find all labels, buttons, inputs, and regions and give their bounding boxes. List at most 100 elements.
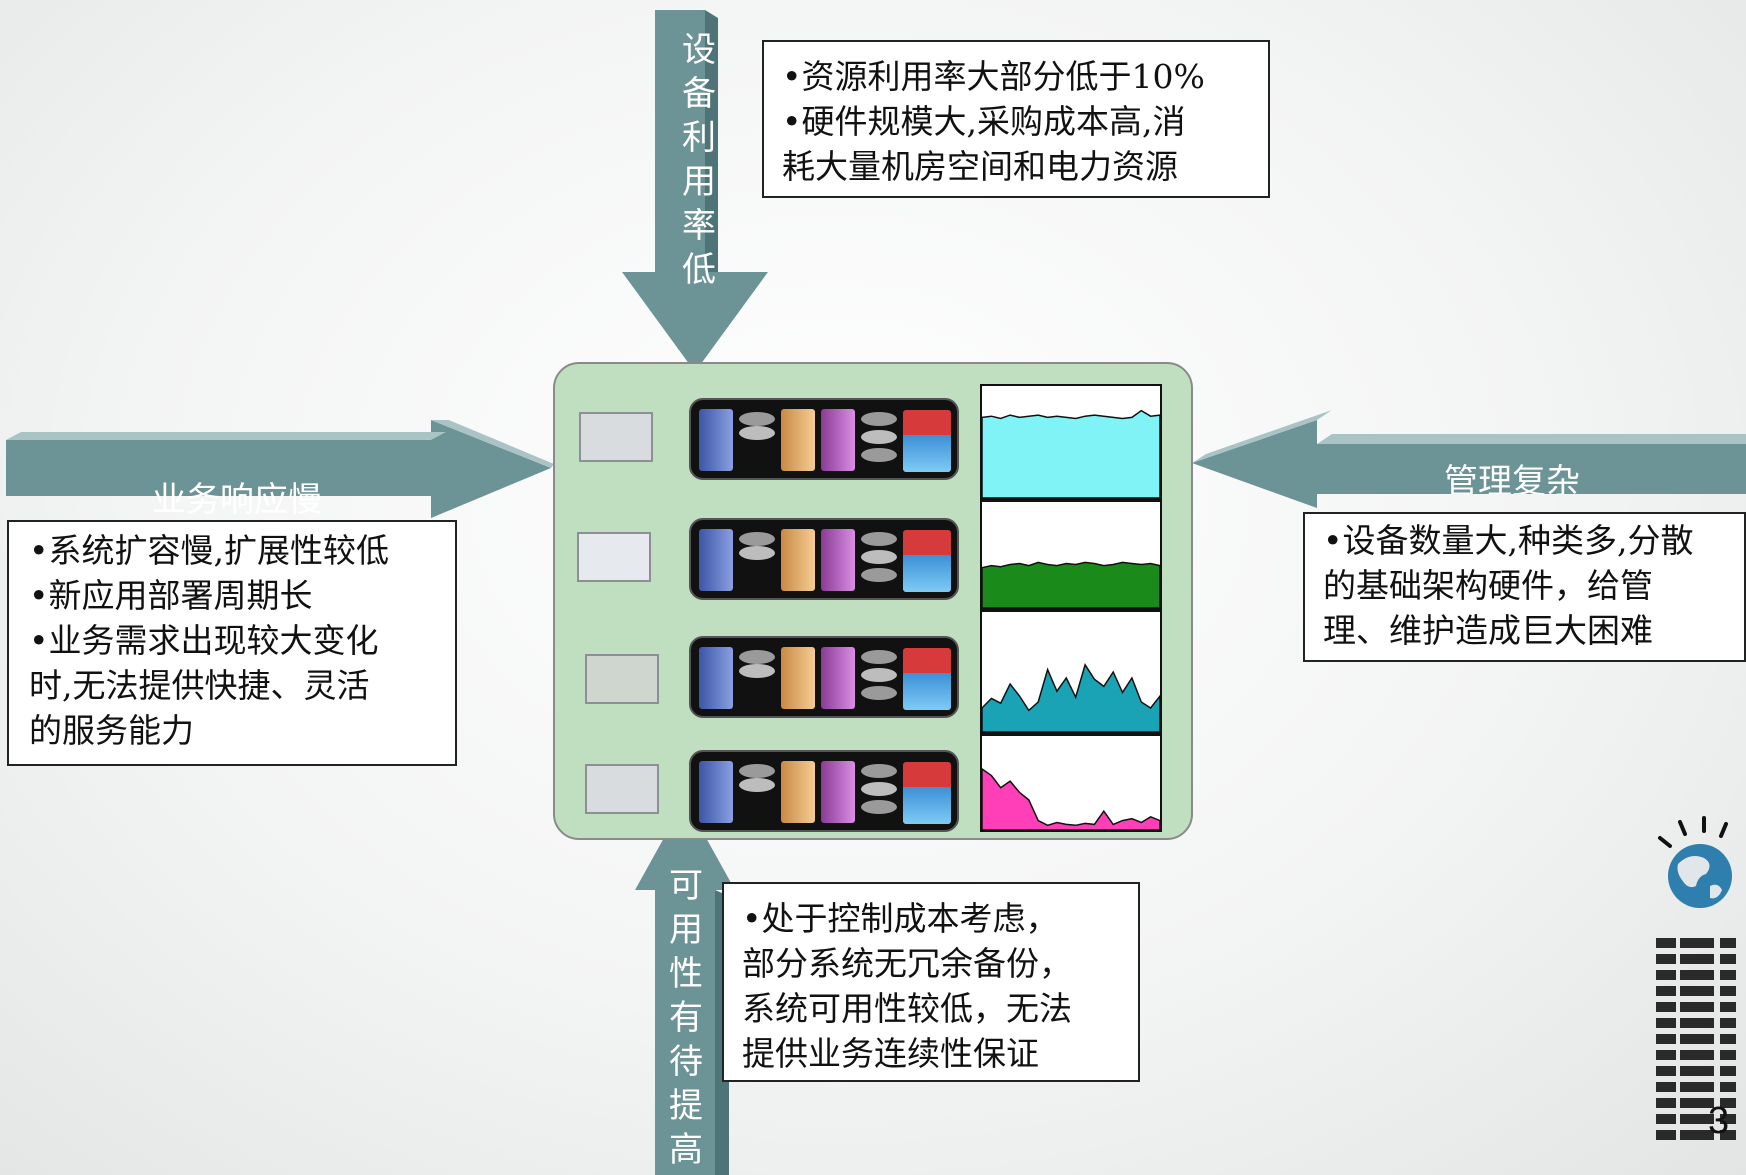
- bottom-arrow-char: 性: [669, 954, 703, 994]
- logo-stripe: [1720, 954, 1736, 964]
- logo-stripe: [1680, 954, 1714, 964]
- app-screenshot-thumbnail: [577, 532, 651, 582]
- utilization-graph-2: [980, 500, 1162, 610]
- logo-stripe: [1656, 1034, 1676, 1044]
- top-arrow-label: 设 备 利 用 率 低: [677, 28, 721, 292]
- purple-server-icon: [821, 647, 855, 709]
- network-switch-icon: [903, 648, 951, 710]
- logo-stripe: [1680, 970, 1714, 980]
- text-line: 部分系统无冗余备份，: [742, 944, 1072, 983]
- purple-server-icon: [821, 761, 855, 823]
- logo-stripe: [1680, 1018, 1714, 1028]
- text-line: •硬件规模大,采购成本高,消: [782, 102, 1186, 141]
- top-arrow-char: 低: [682, 250, 716, 290]
- disk-icon: [861, 532, 897, 546]
- logo-stripe: [1720, 970, 1736, 980]
- logo-stripe: [1720, 1018, 1736, 1028]
- text-line: •处于控制成本考虑，: [742, 899, 1059, 938]
- utilization-graph-1: [980, 384, 1162, 500]
- utilization-area: [981, 663, 1161, 733]
- top-right-description-box: •资源利用率大部分低于10% •硬件规模大,采购成本高,消 耗大量机房空间和电力…: [762, 40, 1270, 198]
- app-screenshot-thumbnail: [579, 412, 653, 462]
- right-arrow: [1192, 410, 1746, 508]
- top-arrow-char: 设: [682, 30, 716, 70]
- logo-stripe: [1720, 1050, 1736, 1060]
- disk-icon: [739, 426, 775, 440]
- disk-icon: [739, 778, 775, 792]
- blue-server-icon: [699, 409, 733, 471]
- text-line: 理、维护造成巨大困难: [1323, 611, 1653, 650]
- bottom-arrow-char: 高: [669, 1130, 703, 1170]
- top-arrow-char: 备: [682, 74, 716, 114]
- server-rack: [689, 518, 959, 600]
- disk-icon: [861, 550, 897, 564]
- utilization-area: [981, 767, 1161, 831]
- bottom-arrow-char: 提: [669, 1086, 703, 1126]
- orange-server-icon: [781, 647, 815, 709]
- logo-stripe: [1656, 1050, 1676, 1060]
- logo-stripe: [1720, 986, 1736, 996]
- logo-stripe: [1656, 970, 1676, 980]
- bottom-arrow-char: 用: [669, 910, 703, 950]
- orange-server-icon: [781, 529, 815, 591]
- logo-stripe: [1720, 1066, 1736, 1076]
- logo-stripe: [1680, 986, 1714, 996]
- disk-icon: [861, 686, 897, 700]
- app-screenshot-thumbnail: [585, 764, 659, 814]
- logo-stripe: [1680, 1066, 1714, 1076]
- logo-stripe: [1656, 1002, 1676, 1012]
- logo-stripe: [1680, 1050, 1714, 1060]
- utilization-area: [981, 561, 1161, 609]
- disk-icon: [861, 782, 897, 796]
- text-line: 耗大量机房空间和电力资源: [782, 147, 1178, 186]
- top-arrow-char: 用: [682, 162, 716, 202]
- utilization-graph-4: [980, 734, 1162, 832]
- disk-icon: [739, 764, 775, 778]
- logo-stripe: [1656, 938, 1676, 948]
- logo-stripe: [1720, 1114, 1736, 1124]
- purple-server-icon: [821, 409, 855, 471]
- disk-icon: [739, 412, 775, 426]
- logo-stripe: [1656, 1082, 1676, 1092]
- logo-stripe: [1720, 1034, 1736, 1044]
- left-arrow: [6, 420, 554, 518]
- purple-server-icon: [821, 529, 855, 591]
- disk-icon: [861, 448, 897, 462]
- blue-server-icon: [699, 647, 733, 709]
- app-screenshot-thumbnail: [585, 654, 659, 704]
- disk-icon: [861, 412, 897, 426]
- server-rack: [689, 750, 959, 832]
- logo-stripe: [1680, 1082, 1714, 1092]
- text-line: 时,无法提供快捷、灵活: [29, 666, 370, 705]
- logo-stripe: [1656, 986, 1676, 996]
- blue-server-icon: [699, 761, 733, 823]
- logo-stripe: [1720, 1002, 1736, 1012]
- disk-icon: [861, 800, 897, 814]
- disk-icon: [739, 650, 775, 664]
- server-rack: [689, 398, 959, 480]
- disk-icon: [739, 546, 775, 560]
- server-rack: [689, 636, 959, 718]
- logo-stripe: [1680, 1034, 1714, 1044]
- text-line: 系统可用性较低，无法: [742, 989, 1072, 1028]
- logo-stripe: [1680, 1114, 1714, 1124]
- right-description-box: •设备数量大,种类多,分散 的基础架构硬件，给管 理、维护造成巨大困难: [1303, 512, 1746, 662]
- orange-server-icon: [781, 761, 815, 823]
- right-arrow-label: 管理复杂: [1444, 462, 1580, 494]
- network-switch-icon: [903, 530, 951, 592]
- logo-stripe: [1656, 1114, 1676, 1124]
- logo-stripe: [1720, 1098, 1736, 1108]
- top-arrow-char: 利: [682, 118, 716, 158]
- disk-icon: [739, 532, 775, 546]
- logo-stripe: [1720, 938, 1736, 948]
- text-line: •资源利用率大部分低于10%: [782, 57, 1205, 96]
- logo-stripe: [1656, 1018, 1676, 1028]
- blue-server-icon: [699, 529, 733, 591]
- utilization-area: [981, 409, 1161, 499]
- left-arrow-label: 业务响应慢: [152, 480, 322, 518]
- bottom-arrow-char: 可: [669, 866, 703, 906]
- page-number: 3: [1708, 1100, 1730, 1142]
- logo-stripe: [1656, 1066, 1676, 1076]
- logo-stripe: [1720, 1130, 1736, 1140]
- logo-stripe: [1680, 938, 1714, 948]
